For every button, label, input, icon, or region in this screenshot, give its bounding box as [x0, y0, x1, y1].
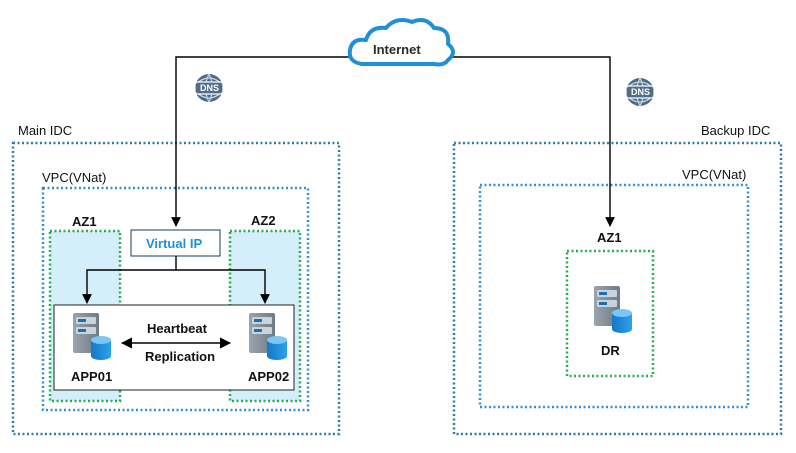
az1-label: AZ1 [72, 214, 97, 229]
backup-vpc-label: VPC(VNat) [682, 167, 747, 182]
vip-to-app02-line [176, 269, 270, 304]
cloud-icon [347, 18, 455, 67]
server-icon [594, 286, 632, 333]
internet-to-vip-line [171, 56, 350, 227]
dr-label: DR [601, 343, 620, 358]
internet-label: Internet [373, 42, 421, 57]
internet-to-dr-line [448, 56, 615, 227]
main-idc-label: Main IDC [18, 123, 73, 138]
backup-vpc-boundary [478, 183, 750, 409]
backup-idc-label: Backup IDC [701, 123, 771, 138]
dns-label-left: DNS [200, 83, 220, 93]
replication-label: Replication [145, 349, 216, 364]
az2-label: AZ2 [251, 213, 276, 228]
virtual-ip-label: Virtual IP [146, 236, 203, 251]
backup-az1-label: AZ1 [597, 230, 622, 245]
vip-to-app01-line [82, 269, 176, 304]
dns-label-right: DNS [631, 87, 651, 97]
dr-az-zone [565, 249, 655, 378]
heartbeat-label: Heartbeat [147, 321, 207, 336]
app01-label: APP01 [71, 369, 113, 384]
main-vpc-label: VPC(VNat) [42, 170, 107, 185]
backup-idc-boundary [452, 141, 783, 436]
app02-label: APP02 [248, 369, 290, 384]
